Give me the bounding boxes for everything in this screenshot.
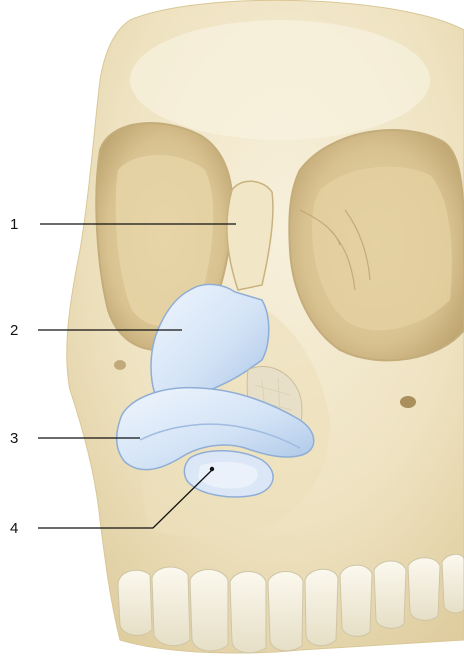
tooth bbox=[230, 572, 266, 653]
callout-dot-4 bbox=[210, 467, 214, 471]
tooth bbox=[408, 558, 440, 621]
tooth bbox=[374, 561, 406, 628]
tooth bbox=[340, 565, 372, 636]
tooth bbox=[305, 569, 338, 646]
frontal-bone-highlight bbox=[130, 20, 430, 140]
zygomatic-foramen bbox=[114, 360, 126, 370]
tooth bbox=[152, 567, 190, 646]
infraorbital-foramen bbox=[400, 396, 416, 408]
tooth bbox=[190, 570, 228, 652]
callout-number-1: 1 bbox=[10, 216, 18, 233]
tooth bbox=[442, 554, 464, 613]
callout-number-2: 2 bbox=[10, 322, 18, 339]
tooth bbox=[268, 572, 303, 651]
right-orbit-inner-shadow bbox=[312, 167, 452, 331]
callout-number-4: 4 bbox=[10, 520, 18, 537]
tooth bbox=[118, 570, 152, 635]
callout-number-3: 3 bbox=[10, 430, 18, 447]
